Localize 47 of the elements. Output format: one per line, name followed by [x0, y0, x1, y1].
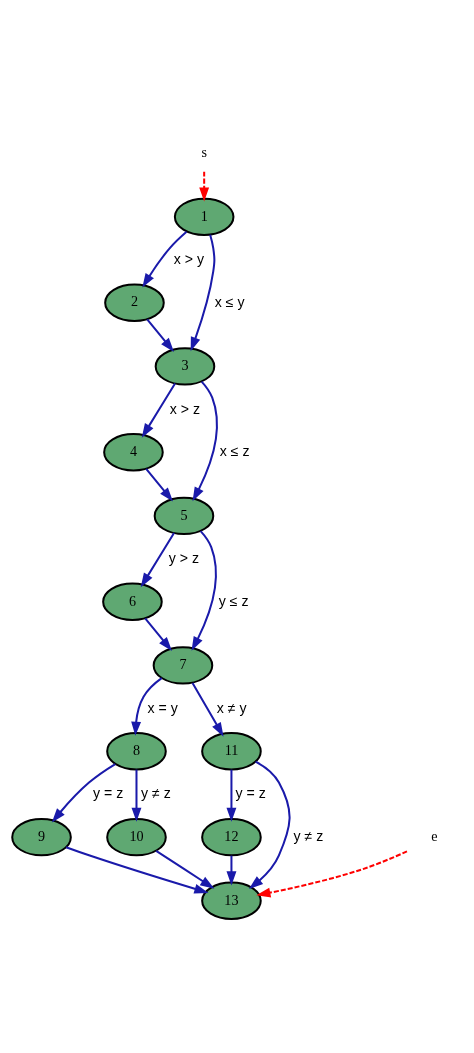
edge-label: x > z: [169, 400, 201, 417]
node-ellipse: 5: [153, 496, 215, 535]
arrow: [191, 529, 217, 651]
edge-label: x = y: [147, 699, 178, 716]
edge-label: x > y: [173, 250, 205, 267]
arrow: [256, 849, 408, 897]
edge-label: x ≤ z: [219, 442, 250, 459]
edge-label: y = z: [235, 784, 266, 801]
arrow: [142, 230, 188, 288]
edge-label: y > z: [168, 549, 200, 566]
arrow: [190, 233, 216, 351]
arrow: [141, 382, 176, 438]
edge-label: x ≤ y: [214, 293, 245, 310]
arrow: [249, 760, 291, 889]
node-ellipse: 7: [152, 645, 214, 685]
node-text: s: [201, 143, 207, 160]
arrow: [191, 681, 224, 737]
node-ellipse: 9: [11, 817, 72, 856]
arrow: [226, 855, 237, 885]
arrow: [146, 318, 174, 352]
edge-label: x ≠ y: [216, 699, 247, 716]
node-ellipse: 6: [102, 582, 163, 621]
edge-label: y ≠ z: [293, 827, 324, 844]
arrow: [131, 676, 163, 736]
arrow: [192, 380, 218, 501]
arrow: [65, 845, 209, 894]
node-ellipse: 10: [106, 817, 167, 856]
edge-label: y ≤ z: [218, 592, 249, 609]
node-ellipse: 13: [201, 881, 262, 920]
arrow: [145, 467, 173, 501]
arrow: [226, 769, 237, 822]
arrow: [144, 617, 172, 651]
node-ellipse: 8: [106, 731, 167, 770]
node-ellipse: 3: [154, 346, 216, 386]
arrow: [155, 849, 215, 889]
node-ellipse: 1: [173, 197, 235, 236]
node-ellipse: 11: [201, 731, 262, 770]
node-ellipse: 2: [104, 283, 165, 322]
node-ellipse: 12: [201, 817, 262, 856]
arrow: [140, 532, 175, 587]
arrow: [131, 769, 142, 822]
edge-label: y = z: [93, 784, 124, 801]
arrow: [51, 762, 116, 822]
node-ellipse: 4: [103, 432, 164, 471]
node-text: e: [431, 827, 438, 844]
edge-label: y ≠ z: [141, 784, 171, 801]
arrow: [199, 171, 210, 202]
